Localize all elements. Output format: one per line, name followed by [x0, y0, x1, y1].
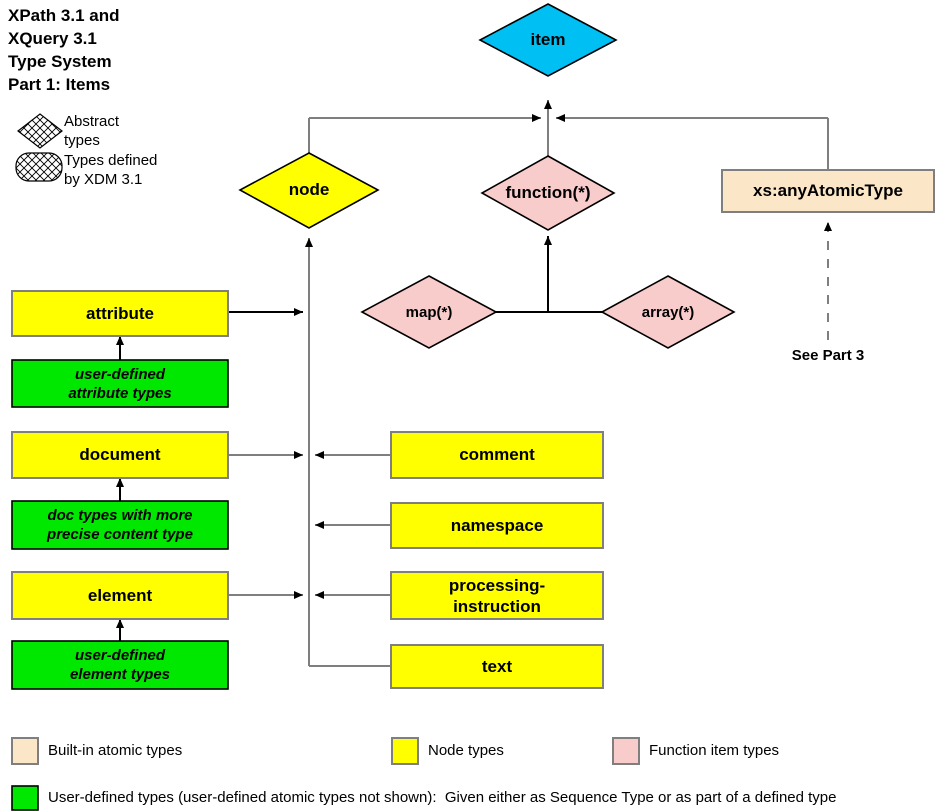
title-line-1: XPath 3.1 and — [8, 6, 120, 25]
xdm-types-key-icon — [15, 152, 63, 182]
shape-attribute[interactable] — [11, 290, 229, 337]
shape-array[interactable] — [600, 275, 736, 349]
legend-swatch-function-item — [612, 737, 640, 765]
abstract-types-key-label: Abstract types — [64, 113, 120, 149]
legend-label-function-item: Function item types — [649, 742, 780, 759]
shape-user-defined-element-types[interactable] — [11, 640, 229, 690]
shape-function[interactable] — [480, 155, 616, 231]
shape-document[interactable] — [11, 431, 229, 479]
shape-any-atomic-type[interactable] — [721, 169, 935, 213]
shape-user-defined-attribute-types[interactable] — [11, 359, 229, 408]
title-line-4: Part 1: Items — [8, 75, 111, 94]
legend-label-user-defined: User-defined types (user-defined atomic … — [48, 789, 837, 806]
shape-processing-instruction[interactable] — [390, 571, 604, 620]
xdm-types-key-label: Types defined by XDM 3.1 — [64, 152, 158, 188]
title-line-3: Type System — [8, 52, 112, 71]
abstract-types-key-icon — [17, 113, 63, 149]
shape-text[interactable] — [390, 644, 604, 689]
shape-item[interactable] — [478, 3, 618, 77]
shape-element[interactable] — [11, 571, 229, 620]
shape-comment[interactable] — [390, 431, 604, 479]
title-line-2: XQuery 3.1 — [8, 29, 97, 48]
shape-map[interactable] — [360, 275, 498, 349]
legend-swatch-builtin-atomic — [11, 737, 39, 765]
legend-swatch-node-types — [391, 737, 419, 765]
legend-swatch-user-defined — [11, 785, 39, 811]
legend-label-node-types: Node types — [428, 742, 504, 759]
shape-namespace[interactable] — [390, 502, 604, 549]
shape-doc-types-precise[interactable] — [11, 500, 229, 550]
shape-node[interactable] — [238, 152, 380, 229]
legend-label-builtin-atomic: Built-in atomic types — [48, 742, 183, 759]
